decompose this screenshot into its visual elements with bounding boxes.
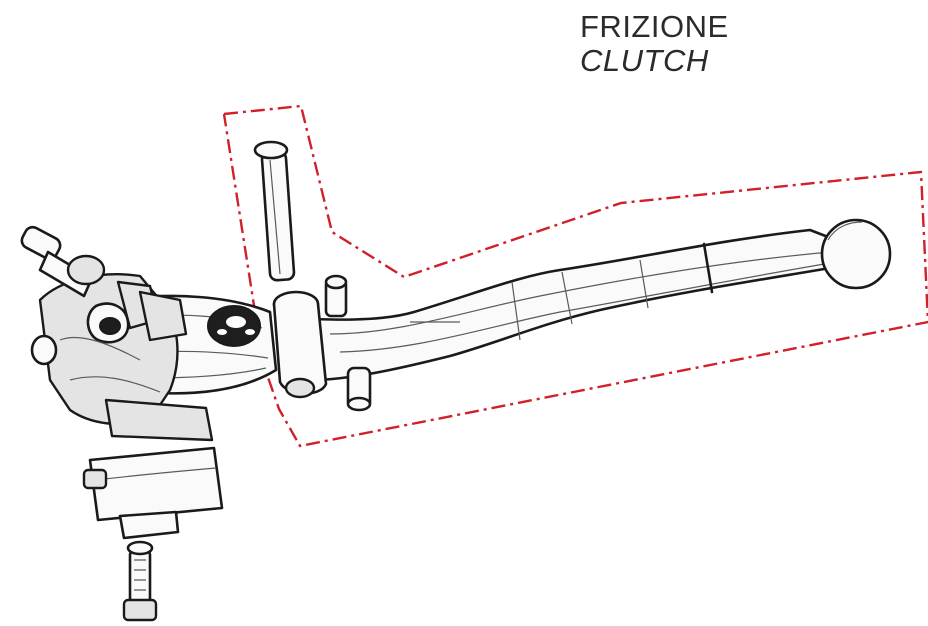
- caption-italian: FRIZIONE: [580, 9, 729, 44]
- diagram-caption: FRIZIONE CLUTCH: [580, 10, 729, 78]
- clutch-lever: [288, 218, 892, 382]
- lever-pivot-collar: [272, 274, 372, 412]
- highlight-outline: [222, 104, 928, 448]
- caption-english: CLUTCH: [580, 43, 709, 78]
- handlebar-clamp: [20, 225, 188, 426]
- lower-switch-block: [82, 398, 224, 540]
- pivot-pin: [253, 140, 296, 282]
- bottom-bolt: [122, 540, 158, 622]
